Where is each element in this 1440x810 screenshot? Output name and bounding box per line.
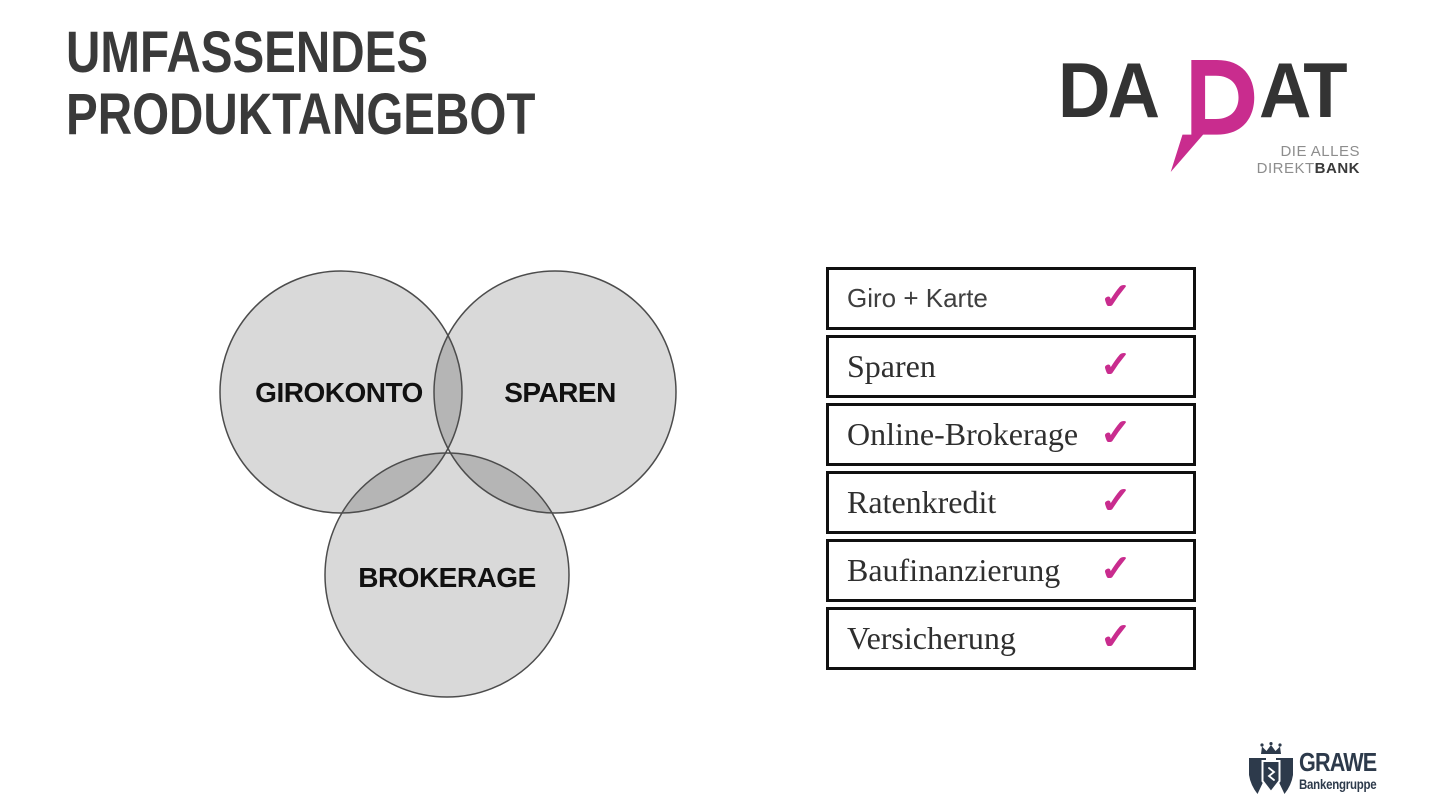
page-title: UMFASSENDES PRODUKTANGEBOT — [66, 22, 535, 146]
product-label: Sparen — [847, 348, 936, 384]
dadat-letters-da: DA — [1058, 46, 1160, 134]
table-row-sparen: Sparen ✓ — [826, 335, 1196, 398]
venn-outline-brokerage — [324, 452, 570, 698]
venn-svg: GIROKONTO SPAREN BROKERAGE — [219, 270, 677, 698]
venn-diagram: GIROKONTO SPAREN BROKERAGE — [215, 263, 685, 705]
dadat-wordmark: DA AT — [1058, 51, 1370, 174]
grawe-subtitle: Bankengruppe — [1299, 776, 1377, 792]
product-label: Versicherung — [847, 620, 1016, 656]
dadat-logo: DA AT DIE ALLES DIREKTBANK — [1058, 51, 1370, 191]
dadat-tagline-direkt: DIREKT — [1256, 160, 1315, 177]
dadat-speech-bubble-d-icon — [1170, 59, 1254, 173]
table-row-versicherung: Versicherung ✓ — [826, 607, 1196, 670]
venn-label-brokerage: BROKERAGE — [358, 562, 536, 593]
dadat-tagline-line2: DIREKTBANK — [1257, 160, 1360, 177]
checkmark-icon: ✓ — [1099, 548, 1131, 589]
checkmark-icon: ✓ — [1099, 616, 1131, 657]
venn-outline-girokonto — [219, 270, 463, 514]
grawe-name: GRAWE — [1299, 747, 1377, 777]
table-row-ratenkredit: Ratenkredit ✓ — [826, 471, 1196, 534]
grawe-text: GRAWE Bankengruppe — [1299, 741, 1393, 794]
grawe-logo: GRAWE Bankengruppe — [1247, 741, 1393, 799]
checkmark-icon: ✓ — [1099, 276, 1131, 317]
venn-outline-sparen — [433, 270, 677, 514]
product-label: Ratenkredit — [847, 484, 997, 520]
product-label: Baufinanzierung — [847, 552, 1061, 588]
dadat-tagline-bank: BANK — [1314, 160, 1360, 177]
dadat-tagline: DIE ALLES DIREKTBANK — [1257, 143, 1360, 177]
dadat-tagline-line1: DIE ALLES — [1280, 143, 1360, 160]
venn-circle-girokonto — [220, 271, 462, 513]
product-table: Giro + Karte ✓ Sparen ✓ Online-Brokerage… — [826, 267, 1196, 675]
grawe-crest-icon — [1249, 742, 1293, 794]
venn-circle-brokerage — [325, 453, 569, 697]
table-row-baufinanzierung: Baufinanzierung ✓ — [826, 539, 1196, 602]
page-title-line2: PRODUKTANGEBOT — [66, 82, 536, 147]
product-label: Giro + Karte — [847, 283, 988, 313]
checkmark-icon: ✓ — [1099, 480, 1131, 521]
venn-circle-sparen — [434, 271, 676, 513]
product-label: Online-Brokerage — [847, 416, 1079, 452]
table-row-online-brokerage: Online-Brokerage ✓ — [826, 403, 1196, 466]
venn-label-girokonto: GIROKONTO — [255, 377, 423, 408]
checkmark-icon: ✓ — [1099, 344, 1131, 385]
page-title-line1: UMFASSENDES — [66, 20, 429, 85]
venn-label-sparen: SPAREN — [504, 377, 616, 408]
checkmark-icon: ✓ — [1099, 412, 1131, 453]
table-row-giro-karte: Giro + Karte ✓ — [826, 267, 1196, 330]
dadat-letters-at: AT — [1258, 46, 1348, 134]
